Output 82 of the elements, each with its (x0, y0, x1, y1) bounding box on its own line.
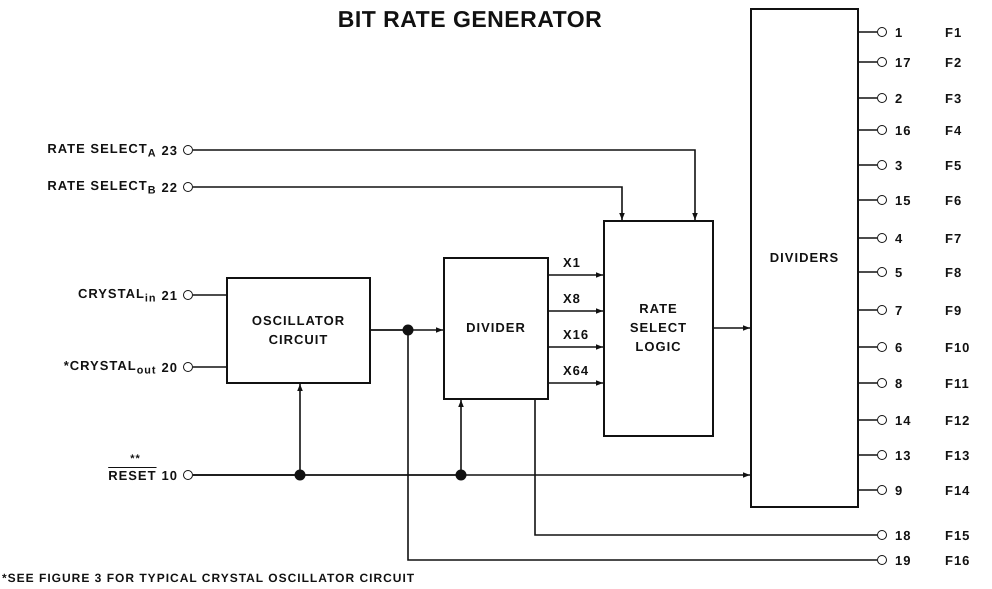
connector-line (859, 419, 877, 421)
pin-number: 9 (895, 482, 904, 498)
pin-number: 16 (895, 122, 912, 138)
arrow (549, 380, 603, 386)
signal-name: CRYSTAL$_{in}$ (78, 286, 157, 304)
pin-number: 2 (895, 90, 904, 106)
output-name: F5 (945, 158, 962, 172)
title: BIT RATE GENERATOR (336, 6, 604, 33)
pin-number: 13 (895, 448, 912, 462)
pin-number: 15 (895, 192, 912, 208)
output-name: F12 (945, 412, 970, 428)
output-name: F13 (945, 448, 970, 462)
signal-name: *CRYSTAL$_{out}$ (64, 358, 157, 376)
block-label: RATE SELECT LOGIC (628, 300, 688, 356)
footnote-mark: ** (130, 453, 141, 465)
pin-number: 4 (895, 230, 904, 246)
arrow (193, 149, 698, 220)
signal-name: RATE SELECT$_{B}$ (47, 178, 157, 196)
arrow (714, 325, 750, 331)
dividers-box (750, 8, 859, 508)
block-label: OSCILLATOR CIRCUIT (250, 312, 346, 348)
output-name: F3 (945, 90, 962, 106)
output-name: F7 (945, 230, 962, 246)
connector-line (859, 489, 877, 491)
pin-number: 18 (895, 528, 912, 542)
connector-line (859, 97, 877, 99)
output-name: F11 (945, 376, 970, 390)
output-name: F2 (945, 54, 962, 70)
connector-line (859, 129, 877, 131)
pin-number: 8 (895, 376, 904, 390)
connector-line (534, 400, 877, 536)
arrow (193, 472, 750, 478)
pin-number: 23 (162, 142, 178, 158)
output-name: F1 (945, 24, 962, 40)
pin-number: 19 (895, 552, 912, 568)
arrow (549, 308, 603, 314)
arrow (193, 186, 625, 220)
pin-number: 21 (162, 288, 178, 302)
logic-box (603, 220, 714, 437)
pin-number: 7 (895, 302, 904, 318)
pin-number: 22 (162, 180, 178, 194)
connector-line (193, 366, 226, 368)
arrow (549, 344, 603, 350)
signal-name: RATE SELECT$_{A}$ (47, 140, 157, 160)
output-name: F16 (945, 552, 970, 568)
edge-label: X16 (562, 328, 590, 342)
connector-line (859, 271, 877, 273)
connector-line (859, 237, 877, 239)
pin-number: 14 (895, 412, 912, 428)
output-name: F8 (945, 264, 962, 280)
connector-line (859, 31, 877, 33)
block-label: DIVIDER (466, 319, 526, 338)
pin-number: 5 (895, 264, 904, 280)
output-name: F10 (945, 340, 970, 354)
connector-line (859, 61, 877, 63)
connector-line (371, 329, 877, 561)
arrow (549, 272, 603, 278)
pin-number: 6 (895, 340, 904, 354)
pin-number: 1 (895, 24, 904, 40)
connector-line (193, 294, 226, 296)
pin-number: 3 (895, 158, 904, 172)
output-name: F4 (945, 122, 962, 138)
connector-line (859, 309, 877, 311)
output-name: F6 (945, 192, 962, 208)
connector-line (859, 164, 877, 166)
signal-name: RESET (108, 468, 157, 482)
output-name: F15 (945, 528, 970, 542)
connector-line (859, 454, 877, 456)
edge-label: X1 (562, 256, 582, 270)
connector-line (859, 382, 877, 384)
oscillator-box (226, 277, 371, 384)
edge-label: X64 (562, 364, 590, 378)
output-name: F14 (945, 482, 970, 498)
pin-number: 20 (162, 360, 178, 374)
connector-line (859, 199, 877, 201)
pin-number: 17 (895, 54, 912, 70)
footnote: *SEE FIGURE 3 FOR TYPICAL CRYSTAL OSCILLATOR CIRCUIT (2, 571, 416, 585)
edge-label: X8 (562, 292, 582, 306)
pin-number: 10 (162, 468, 178, 482)
connector-line (859, 346, 877, 348)
block-label: DIVIDERS (770, 248, 840, 267)
output-name: F9 (945, 302, 962, 318)
